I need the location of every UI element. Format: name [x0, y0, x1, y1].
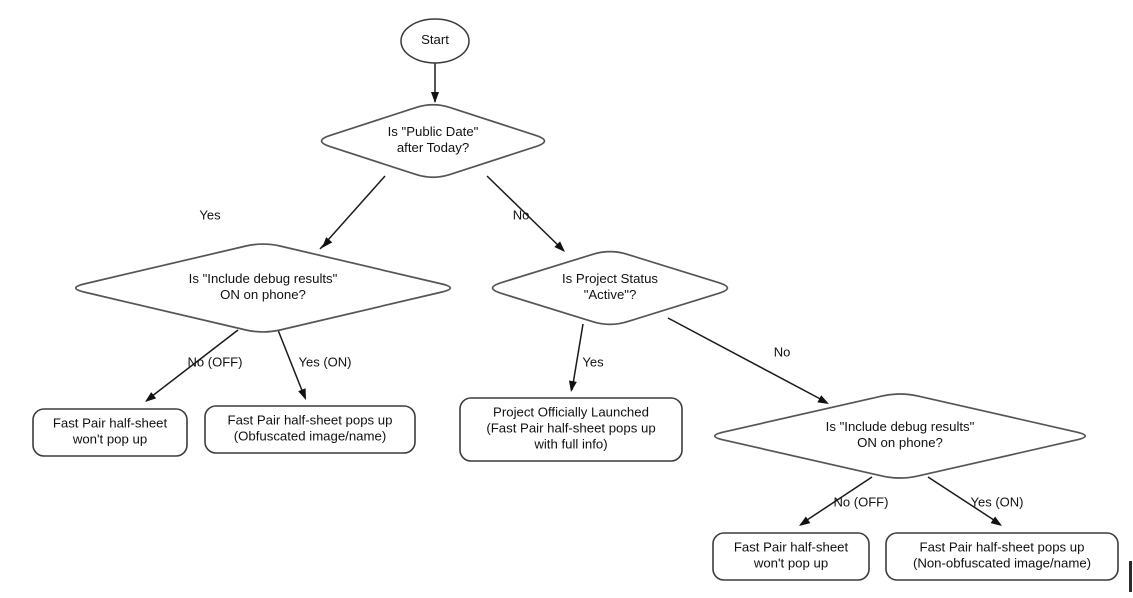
- node-label: Project Officially Launched(Fast Pair ha…: [486, 405, 655, 452]
- nodes-layer: Start Is "Public Date"after Today? Is "Inc…: [32, 18, 1119, 581]
- page-edge-mark: [1129, 561, 1132, 592]
- edge-label: No (OFF): [188, 354, 243, 369]
- node-r-launched[interactable]: Project Officially Launched(Fast Pair ha…: [459, 397, 683, 462]
- edge-project-status-no: No: [667, 317, 829, 404]
- edge-line: [571, 323, 584, 391]
- edge-project-status-yes: Yes: [568, 323, 604, 392]
- node-r-left-on[interactable]: Fast Pair half-sheet pops up(Obfuscated …: [204, 405, 416, 454]
- process-shape: [204, 405, 416, 454]
- edge-label: No: [774, 344, 791, 359]
- edge-label: No: [513, 207, 530, 222]
- edge-debug-left-on: Yes (ON): [277, 329, 352, 400]
- process-shape: [712, 532, 870, 581]
- edge-debug-right-on: Yes (ON): [927, 476, 1024, 526]
- node-label: Fast Pair half-sheet pops up(Obfuscated …: [228, 413, 393, 444]
- edge-public-date-no: No: [486, 175, 565, 252]
- node-start[interactable]: Start: [400, 18, 470, 64]
- terminator-shape: [400, 18, 470, 64]
- process-shape: [885, 532, 1119, 581]
- edge-debug-left-off: No (OFF): [145, 329, 243, 402]
- arrowhead-icon: [817, 395, 829, 404]
- node-d-debug-left[interactable]: Is "Include debug results"ON on phone?: [74, 243, 452, 333]
- edge-line: [927, 476, 1001, 525]
- arrowhead-icon: [568, 380, 577, 392]
- node-label: Fast Pair half-sheet pops up(Non-obfusca…: [913, 540, 1091, 571]
- decision-shape: [491, 250, 729, 326]
- edge-line: [277, 329, 306, 399]
- node-d-debug-right[interactable]: Is "Include debug results"ON on phone?: [713, 393, 1087, 479]
- edge-label: Yes (ON): [971, 494, 1024, 509]
- process-shape: [32, 408, 188, 457]
- arrowhead-icon: [799, 516, 811, 526]
- node-label: Is "Include debug results"ON on phone?: [189, 271, 338, 302]
- edge-line: [667, 317, 827, 403]
- edge-line: [319, 175, 386, 250]
- edge-line: [146, 329, 239, 401]
- edge-label: Yes: [582, 354, 604, 369]
- edge-label: No (OFF): [834, 494, 889, 509]
- node-r-right-on[interactable]: Fast Pair half-sheet pops up(Non-obfusca…: [885, 532, 1119, 581]
- decision-shape: [713, 393, 1087, 479]
- process-shape: [459, 397, 683, 462]
- arrowhead-icon: [322, 237, 333, 248]
- arrowhead-icon: [145, 392, 157, 402]
- arrowhead-icon: [298, 388, 306, 400]
- node-label: Is "Include debug results"ON on phone?: [826, 419, 975, 450]
- edge-label: Yes (ON): [299, 354, 352, 369]
- arrowhead-icon: [554, 241, 565, 252]
- edge-debug-right-off: No (OFF): [799, 476, 889, 526]
- edge-label: Yes: [199, 207, 221, 222]
- node-label: Is "Public Date"after Today?: [388, 124, 479, 155]
- node-label: Start: [421, 32, 449, 47]
- arrowhead-icon: [431, 92, 439, 103]
- node-d-public-date[interactable]: Is "Public Date"after Today?: [320, 103, 546, 179]
- edge-public-date-yes: Yes: [199, 175, 386, 250]
- node-label: Is Project Status"Active"?: [562, 271, 658, 302]
- decision-shape: [320, 103, 546, 179]
- edge-line: [800, 476, 873, 525]
- arrowhead-icon: [990, 516, 1002, 526]
- edge-start-public-date: [431, 63, 439, 103]
- decision-shape: [74, 243, 452, 333]
- node-d-project-status[interactable]: Is Project Status"Active"?: [491, 250, 729, 326]
- edge-line: [486, 175, 564, 251]
